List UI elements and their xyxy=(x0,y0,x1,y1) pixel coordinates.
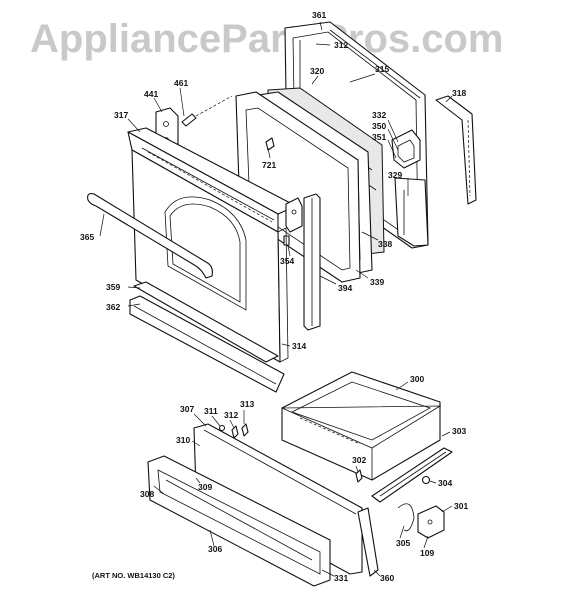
callout-318: 318 xyxy=(452,88,466,98)
callout-331: 331 xyxy=(334,573,348,583)
door-bottom-trim xyxy=(133,281,279,363)
callout-311: 311 xyxy=(204,406,218,416)
callout-354: 354 xyxy=(280,256,294,266)
callout-308: 308 xyxy=(140,489,154,499)
screw-313 xyxy=(241,423,249,437)
door-kick-panel xyxy=(129,295,285,393)
callout-302: 302 xyxy=(352,455,366,465)
callout-109: 109 xyxy=(420,548,434,558)
door-retainer-bracket xyxy=(391,129,421,169)
roller-304 xyxy=(421,475,431,485)
callout-361: 361 xyxy=(312,10,326,20)
drawer-rail xyxy=(371,447,453,503)
callout-338: 338 xyxy=(378,239,392,249)
callout-351: 351 xyxy=(372,132,386,142)
screw-461 xyxy=(181,95,233,127)
drawer-front-panel xyxy=(147,455,331,587)
callout-441: 441 xyxy=(144,89,158,99)
callout-304: 304 xyxy=(438,478,452,488)
callout-339: 339 xyxy=(370,277,384,287)
callout-365: 365 xyxy=(80,232,94,242)
callout-359: 359 xyxy=(106,282,120,292)
callout-313: 313 xyxy=(240,399,254,409)
callout-305: 305 xyxy=(396,538,410,548)
callout-312-bottom: 312 xyxy=(224,410,238,420)
leader-lines xyxy=(99,21,453,577)
screw-302 xyxy=(355,469,363,483)
callout-329: 329 xyxy=(388,170,402,180)
callout-306: 306 xyxy=(208,544,222,554)
callout-309: 309 xyxy=(198,482,212,492)
door-side-channel xyxy=(303,193,321,331)
screw-312 xyxy=(231,425,239,439)
callout-312-top: 312 xyxy=(334,40,348,50)
callout-307: 307 xyxy=(180,404,194,414)
callout-394: 394 xyxy=(338,283,352,293)
callout-721: 721 xyxy=(262,160,276,170)
storage-drawer-body xyxy=(281,371,442,481)
screw-721 xyxy=(265,137,275,151)
screw-311 xyxy=(218,424,226,432)
callout-461: 461 xyxy=(174,78,188,88)
callout-320: 320 xyxy=(310,66,324,76)
hinge-strip xyxy=(435,95,477,205)
callout-332: 332 xyxy=(372,110,386,120)
callout-362: 362 xyxy=(106,302,120,312)
outer-door-panel xyxy=(127,127,303,363)
watermark-text: AppliancePartsPros.com xyxy=(30,17,504,61)
door-handle xyxy=(87,193,213,279)
callout-310: 310 xyxy=(176,435,190,445)
callout-labels: 361 312 320 315 318 461 441 317 332 350 … xyxy=(80,10,468,583)
callout-300: 300 xyxy=(410,374,424,384)
callout-314: 314 xyxy=(292,341,306,351)
drawer-stop-bracket xyxy=(417,505,445,539)
callout-301: 301 xyxy=(454,501,468,511)
callout-360: 360 xyxy=(380,573,394,583)
art-number: (ART NO. WB14130 C2) xyxy=(92,571,175,580)
wire-spring-305 xyxy=(397,503,415,532)
callout-317: 317 xyxy=(114,110,128,120)
callout-315: 315 xyxy=(375,64,389,74)
drawer-end-trim xyxy=(357,507,379,577)
callout-350: 350 xyxy=(372,121,386,131)
callout-303: 303 xyxy=(452,426,466,436)
